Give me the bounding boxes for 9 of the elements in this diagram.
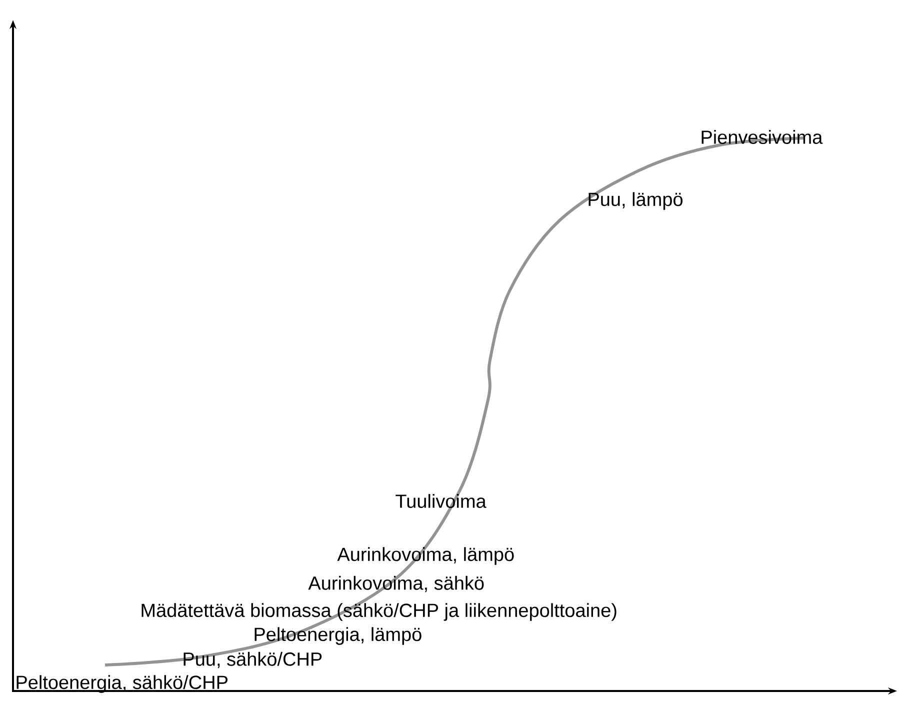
curve-label: Peltoenergia, lämpö: [254, 627, 422, 645]
curve-label: Aurinkovoima, lämpö: [337, 547, 514, 565]
curve-label: Mädätettävä biomassa (sähkö/CHP ja liikennepolttoaine): [142, 603, 616, 621]
curve-label: Puu, lämpö: [588, 192, 682, 210]
curve-label: Pienvesivoima: [702, 130, 823, 144]
curve-label: Tuulivoima: [396, 494, 486, 508]
curve-label: Peltoenergia, sähkö/CHP: [16, 675, 228, 693]
curve-label: Puu, sähkö/CHP: [184, 652, 322, 668]
curve-label: Aurinkovoima, sähkö: [308, 576, 484, 592]
